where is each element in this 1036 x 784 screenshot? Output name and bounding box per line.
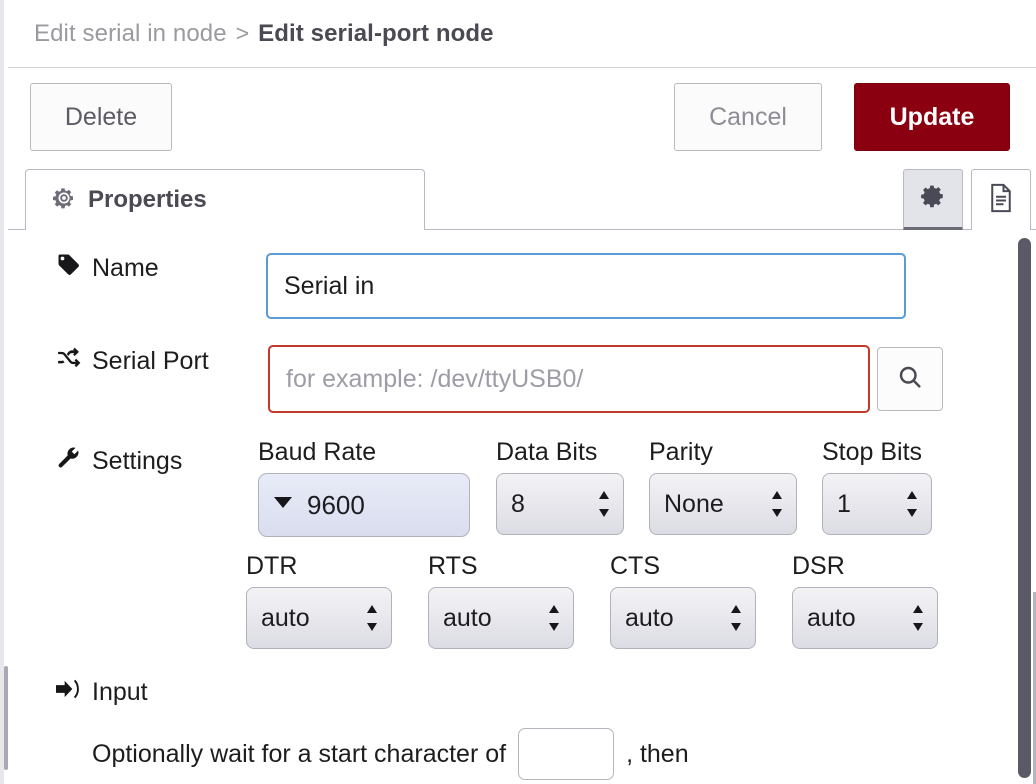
input-label: Input <box>92 678 148 706</box>
serial-port-label: Serial Port <box>92 346 209 375</box>
breadcrumb-separator: > <box>235 20 250 46</box>
document-icon <box>988 183 1014 218</box>
serial-port-search-button[interactable] <box>877 347 943 411</box>
parity-caption: Parity <box>649 438 713 466</box>
cancel-button[interactable]: Cancel <box>674 83 822 151</box>
dsr-group: DSR auto <box>792 552 938 649</box>
tab-strip-baseline <box>8 229 1036 230</box>
delete-button[interactable]: Delete <box>30 83 172 151</box>
gear-icon <box>52 186 76 215</box>
stop-bits-group: Stop Bits 1 <box>822 438 932 535</box>
name-label: Name <box>92 253 159 282</box>
dtr-group: DTR auto <box>246 552 392 649</box>
tag-icon <box>56 252 81 284</box>
outer-scrollbar-track[interactable] <box>1033 592 1036 784</box>
rts-group: RTS auto <box>428 552 574 649</box>
start-character-line: Optionally wait for a start character of… <box>92 728 689 780</box>
parity-select[interactable]: None <box>649 473 797 535</box>
data-bits-group: Data Bits 8 <box>496 438 624 535</box>
search-icon <box>896 363 924 396</box>
cts-caption: CTS <box>610 552 660 580</box>
description-panel-button[interactable] <box>971 169 1031 231</box>
update-button[interactable]: Update <box>854 83 1010 151</box>
tab-strip: Properties <box>8 167 1036 231</box>
name-field-label: Name <box>56 252 159 284</box>
dtr-select[interactable]: auto <box>246 587 392 649</box>
tab-properties[interactable]: Properties <box>25 169 425 231</box>
rts-select[interactable]: auto <box>428 587 574 649</box>
baud-rate-group: Baud Rate 9600 <box>258 438 470 537</box>
start-character-text-after: , then <box>626 739 689 768</box>
serial-port-input[interactable] <box>268 345 870 413</box>
left-scroll-indicator[interactable] <box>4 666 8 770</box>
start-character-text-before: Optionally wait for a start character of <box>92 739 507 768</box>
gear-icon <box>920 183 946 214</box>
start-character-input[interactable] <box>518 728 615 780</box>
settings-label: Settings <box>92 446 183 475</box>
properties-form: Name Serial Port <box>8 230 1036 784</box>
vertical-scrollbar-thumb[interactable] <box>1018 238 1031 778</box>
serial-port-field-label: Serial Port <box>56 345 209 377</box>
stop-bits-select[interactable]: 1 <box>822 473 932 535</box>
cts-select[interactable]: auto <box>610 587 756 649</box>
parity-group: Parity None <box>649 438 797 535</box>
properties-panel-button[interactable] <box>903 169 963 231</box>
dsr-caption: DSR <box>792 552 845 580</box>
dtr-caption: DTR <box>246 552 298 580</box>
baud-rate-combo[interactable]: 9600 <box>258 473 470 537</box>
breadcrumb: Edit serial in node > Edit serial-port n… <box>8 0 1036 68</box>
baud-rate-caption: Baud Rate <box>258 438 377 466</box>
breadcrumb-previous[interactable]: Edit serial in node <box>34 19 227 47</box>
stop-bits-caption: Stop Bits <box>822 438 923 466</box>
tab-properties-label: Properties <box>88 186 207 213</box>
baud-rate-value: 9600 <box>307 489 365 520</box>
wrench-icon <box>56 445 81 477</box>
dsr-select[interactable]: auto <box>792 587 938 649</box>
name-input[interactable] <box>266 253 906 319</box>
data-bits-select[interactable]: 8 <box>496 473 624 535</box>
shuffle-icon <box>56 345 81 377</box>
caret-down-icon <box>273 496 293 514</box>
rts-caption: RTS <box>428 552 478 580</box>
settings-field-label: Settings <box>56 445 182 477</box>
sign-in-icon <box>56 678 81 707</box>
breadcrumb-current: Edit serial-port node <box>258 19 494 47</box>
input-section-label: Input <box>56 678 148 707</box>
data-bits-caption: Data Bits <box>496 438 598 466</box>
action-bar: Delete Cancel Update <box>8 69 1036 163</box>
cts-group: CTS auto <box>610 552 756 649</box>
